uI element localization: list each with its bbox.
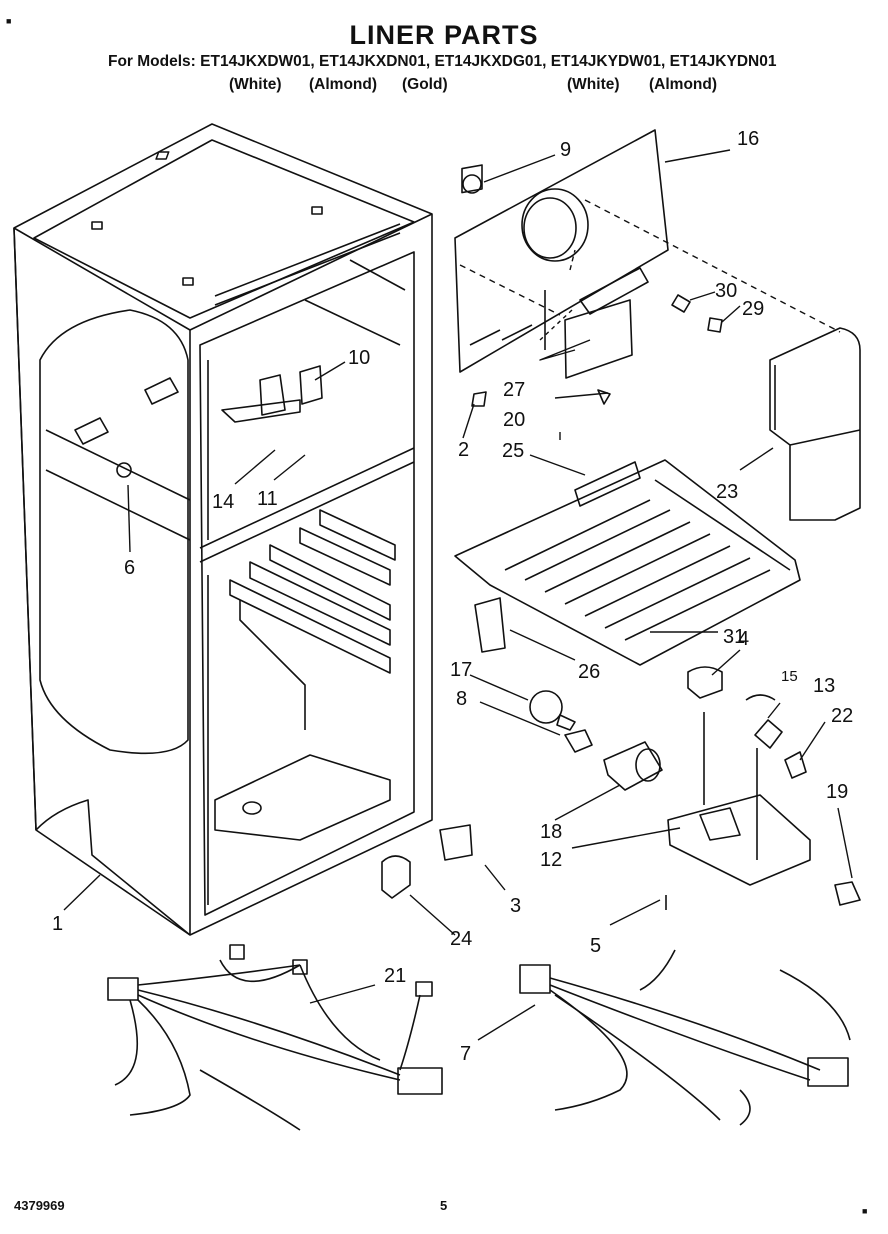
callout-24: 24 (450, 928, 472, 950)
callout-19: 19 (826, 781, 848, 803)
page-number: 5 (440, 1198, 448, 1213)
callout-15: 15 (781, 668, 798, 685)
callout-26: 26 (578, 661, 600, 683)
page-title: LINER PARTS (349, 20, 539, 50)
wire-harnesses (107, 944, 851, 1131)
callout-13: 13 (813, 675, 835, 697)
callout-29: 29 (742, 298, 764, 320)
callout-11: 11 (257, 488, 278, 510)
control-housing (769, 327, 861, 521)
color-label-1: (White) (229, 76, 282, 93)
callout-1: 1 (52, 913, 63, 935)
small-parts (381, 174, 861, 910)
callout-2: 2 (458, 439, 469, 461)
scan-mark: ■ (6, 16, 12, 26)
leader-lines (63, 149, 853, 1041)
callout-22: 22 (831, 705, 853, 727)
callout-21: 21 (384, 965, 406, 987)
evaporator-cover (454, 459, 801, 666)
callout-20: 20 (503, 409, 525, 431)
callout-17: 17 (450, 659, 472, 681)
callout-12: 12 (540, 849, 562, 871)
rear-panel (454, 129, 669, 379)
callout-5: 5 (590, 935, 601, 957)
color-label-2: (Almond) (309, 76, 378, 93)
liner-cabinet (13, 123, 433, 936)
model-list: For Models: ET14JKXDW01, ET14JKXDN01, ET… (108, 53, 777, 70)
callout-31: 31 (723, 626, 745, 648)
callout-9: 9 (560, 139, 571, 161)
callout-30: 30 (715, 280, 737, 302)
callout-7: 7 (460, 1043, 471, 1065)
color-label-4: (White) (567, 76, 620, 93)
callout-23: 23 (716, 481, 738, 503)
callout-8: 8 (456, 688, 467, 710)
scan-mark: ■ (862, 1206, 868, 1216)
callout-14: 14 (212, 491, 234, 513)
callout-6: 6 (124, 557, 135, 579)
callout-4: 4 (738, 628, 749, 650)
callout-25: 25 (502, 440, 524, 462)
callout-3: 3 (510, 895, 521, 917)
callout-10: 10 (348, 347, 370, 369)
callout-18: 18 (540, 821, 562, 843)
document-number: 4379969 (14, 1198, 65, 1213)
callout-27: 27 (503, 379, 525, 401)
callout-numbers: 1 2 3 4 5 6 7 8 9 10 11 12 13 14 15 16 1… (52, 128, 853, 1065)
callout-16: 16 (737, 128, 759, 150)
color-label-5: (Almond) (649, 76, 718, 93)
color-label-3: (Gold) (402, 76, 448, 93)
